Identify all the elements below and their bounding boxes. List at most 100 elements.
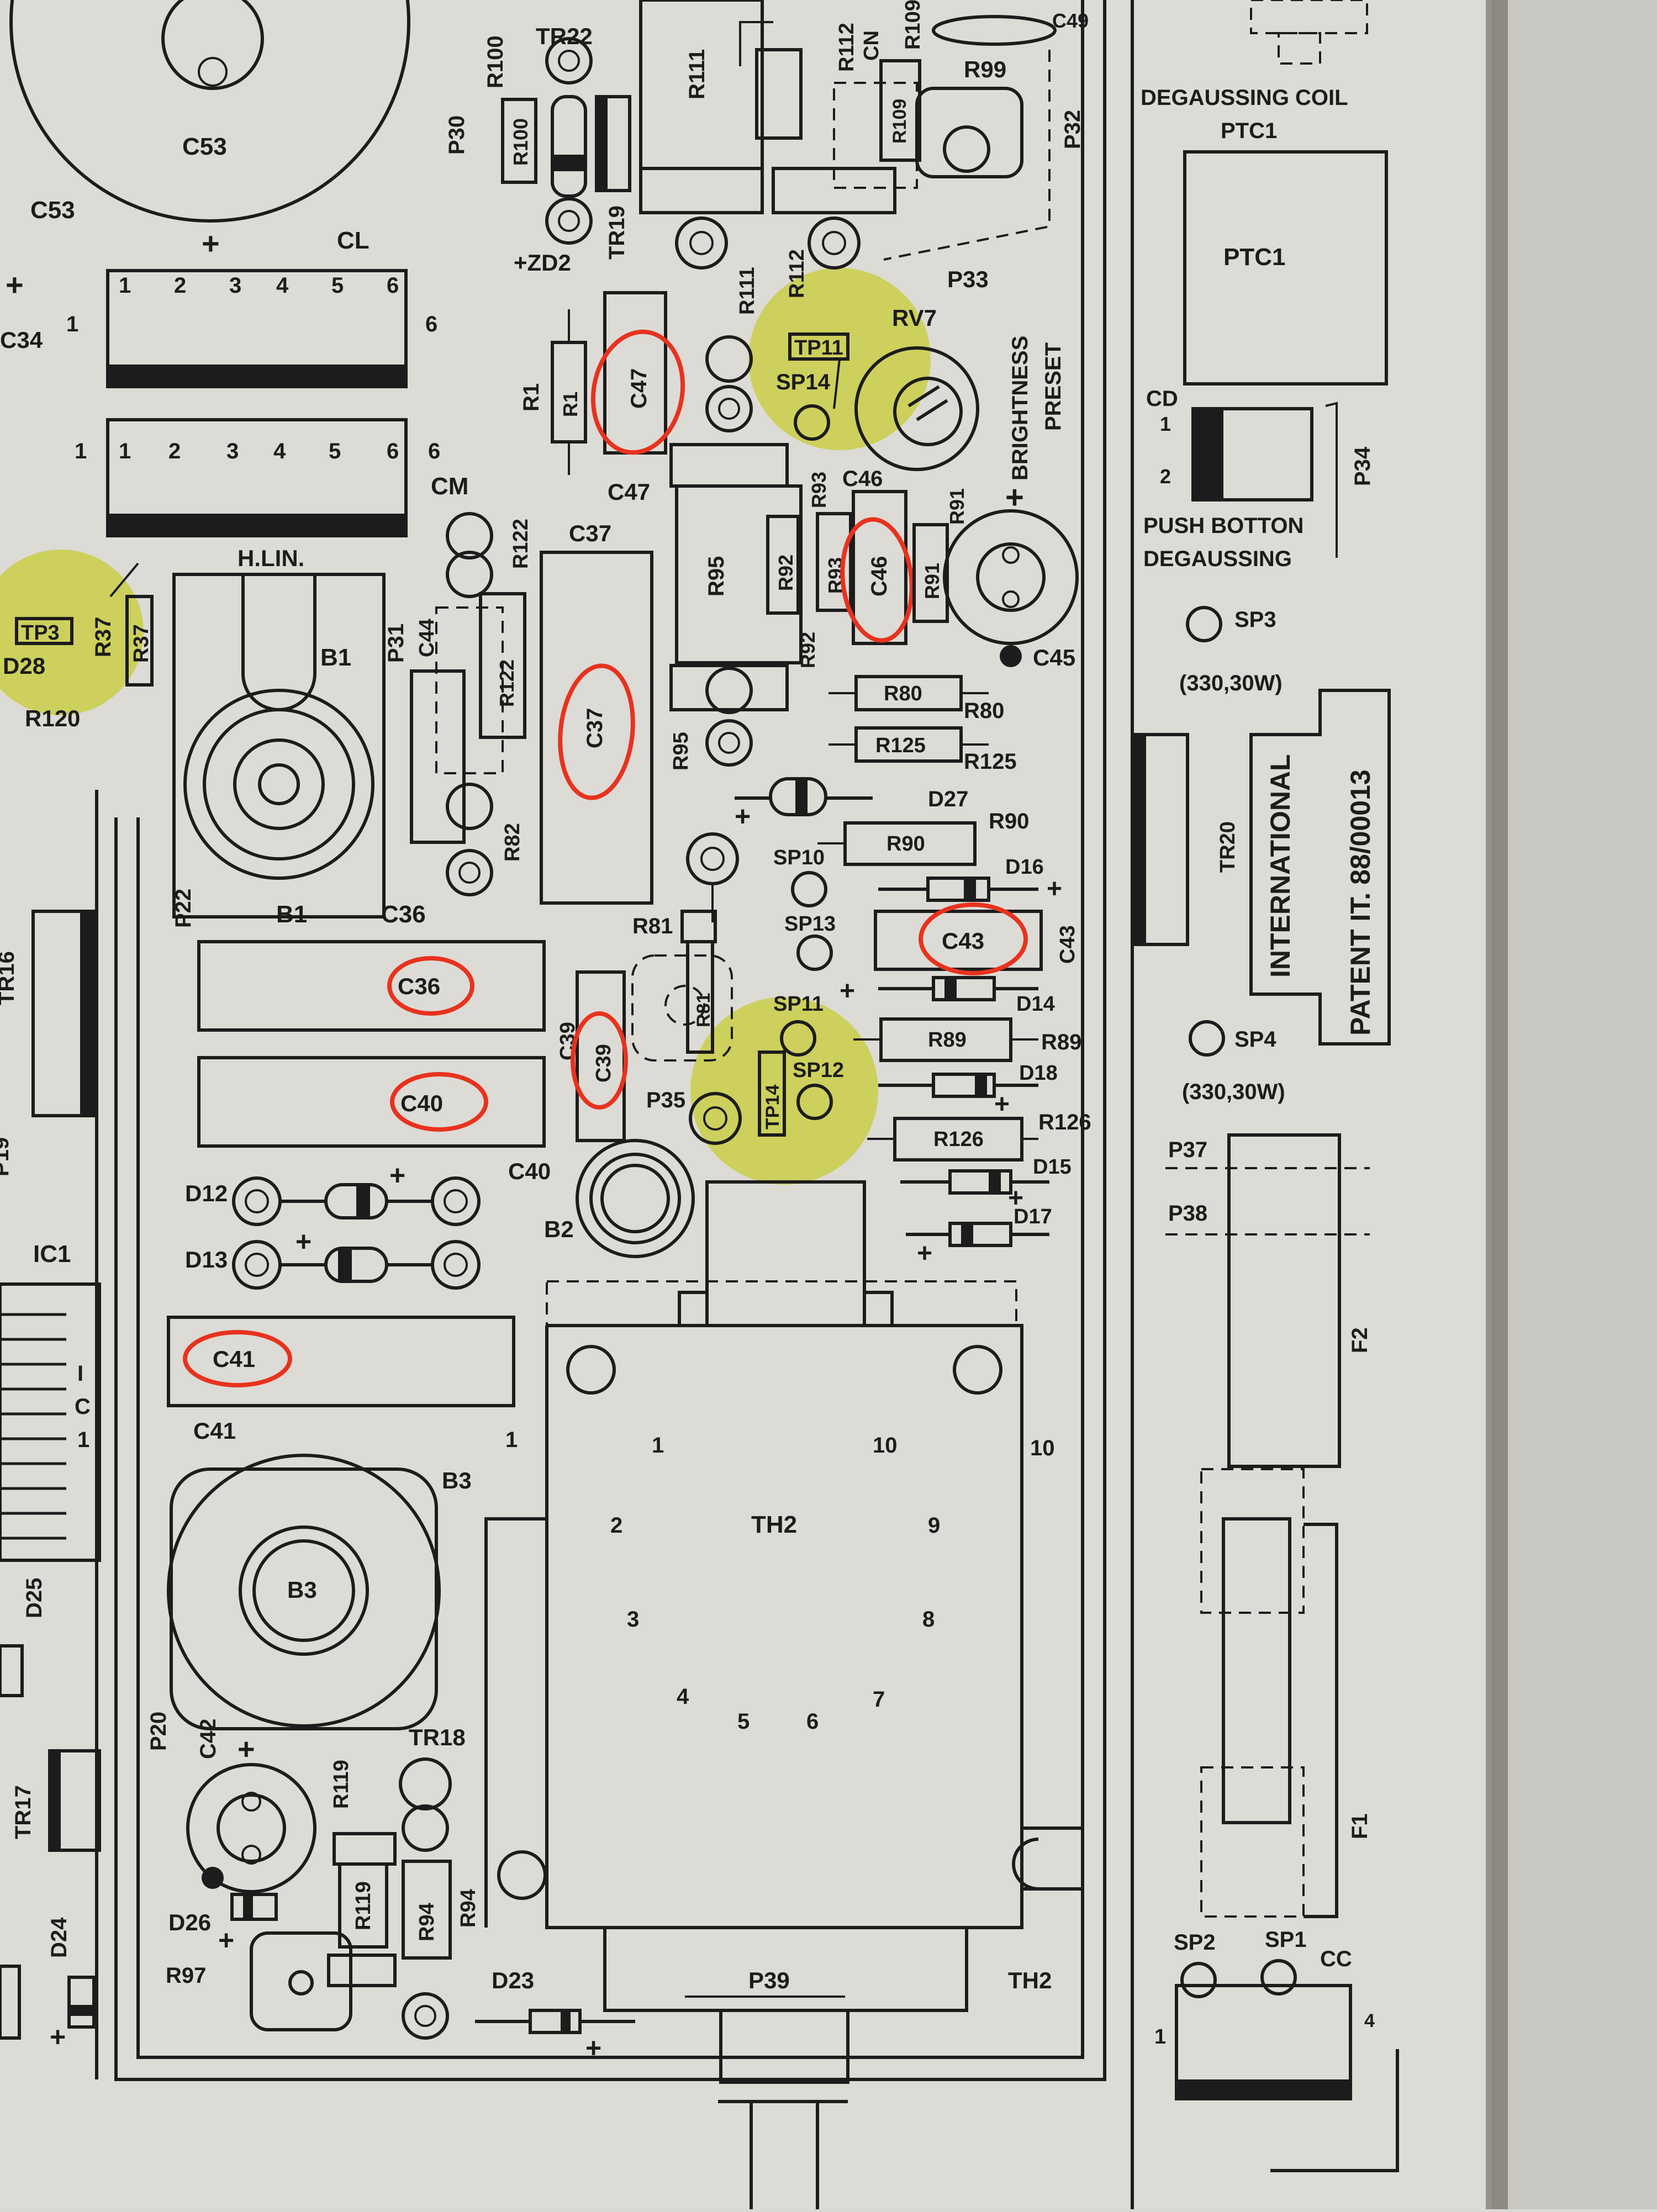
cm-pin-label: 2 — [168, 439, 181, 463]
svg-text:C: C — [75, 1395, 91, 1419]
svg-text:DEGAUSSING COIL: DEGAUSSING COIL — [1141, 86, 1348, 110]
c43-label: C43 — [942, 928, 984, 954]
svg-text:+: + — [50, 2021, 66, 2052]
svg-text:+: + — [1008, 1184, 1023, 1213]
th2-pin-label: 9 — [928, 1513, 940, 1538]
svg-text:1: 1 — [77, 1428, 89, 1452]
svg-text:P38: P38 — [1168, 1201, 1207, 1226]
th2-pin-label: 1 — [652, 1433, 664, 1458]
svg-text:R90: R90 — [989, 809, 1029, 833]
c39-red-circle — [571, 1011, 628, 1110]
svg-text:P34: P34 — [1350, 446, 1375, 486]
svg-text:R125: R125 — [875, 734, 926, 757]
svg-text:R80: R80 — [884, 682, 922, 705]
svg-text:R111: R111 — [736, 267, 759, 315]
svg-text:+: + — [735, 801, 751, 832]
th2-label: TH2 — [751, 1511, 797, 1538]
svg-text:SP2: SP2 — [1174, 1930, 1216, 1955]
svg-text:H.LIN.: H.LIN. — [238, 545, 304, 571]
svg-text:+: + — [917, 1239, 932, 1268]
c46-label: C46 — [867, 556, 891, 596]
patent-label: PATENT IT. 88/00013 — [1345, 769, 1376, 1036]
svg-text:CN: CN — [860, 30, 883, 61]
svg-text:R109: R109 — [889, 99, 910, 144]
svg-text:R90: R90 — [886, 832, 925, 856]
svg-text:R37: R37 — [91, 617, 115, 657]
svg-text:D18: D18 — [1019, 1062, 1058, 1085]
svg-text:R82: R82 — [501, 823, 524, 862]
svg-text:P33: P33 — [947, 266, 989, 292]
d28-label: D28 — [3, 653, 45, 679]
svg-text:P39: P39 — [748, 1967, 790, 1993]
svg-text:R126: R126 — [1038, 1110, 1091, 1134]
svg-text:6: 6 — [425, 312, 437, 336]
svg-text:SP10: SP10 — [773, 846, 825, 869]
svg-text:D26: D26 — [168, 1909, 211, 1935]
svg-text:P19: P19 — [0, 1137, 13, 1176]
svg-text:R126: R126 — [933, 1128, 984, 1151]
cm-pin-label: 6 — [387, 439, 399, 463]
svg-text:F1: F1 — [1348, 1813, 1372, 1839]
r120-label: R120 — [25, 705, 80, 731]
svg-text:R109: R109 — [901, 0, 925, 50]
svg-text:R89: R89 — [928, 1028, 967, 1052]
svg-text:R97: R97 — [166, 1963, 206, 1988]
c41-red-circle — [183, 1330, 292, 1387]
cm-pin-label: 3 — [226, 439, 239, 463]
svg-text:R93: R93 — [808, 472, 830, 508]
svg-text:D16: D16 — [1005, 856, 1044, 879]
c37-red-circle — [558, 663, 635, 800]
svg-text:PTC1: PTC1 — [1221, 119, 1277, 143]
ptc1-label: PTC1 — [1223, 244, 1285, 271]
svg-text:C42: C42 — [196, 1719, 220, 1759]
svg-text:P31: P31 — [384, 624, 408, 663]
svg-text:CD: CD — [1146, 387, 1178, 411]
svg-text:C37: C37 — [569, 520, 611, 546]
svg-text:P22: P22 — [171, 889, 196, 928]
svg-text:B3: B3 — [442, 1467, 472, 1493]
c47-label: C47 — [627, 368, 651, 409]
c53-top-label: C53 — [182, 133, 227, 160]
svg-text:P32: P32 — [1060, 110, 1085, 149]
svg-text:+: + — [840, 976, 855, 1006]
svg-text:P35: P35 — [646, 1088, 685, 1112]
svg-text:TH2: TH2 — [1008, 1967, 1052, 1993]
svg-text:C45: C45 — [1033, 645, 1075, 671]
svg-text:+: + — [6, 267, 24, 302]
c37-label: C37 — [583, 708, 607, 748]
svg-text:1: 1 — [66, 312, 78, 336]
cl-pin-label: 3 — [229, 273, 241, 298]
svg-text:1: 1 — [1154, 2025, 1166, 2049]
th2-pin-label: 7 — [873, 1687, 885, 1712]
svg-text:B3: B3 — [287, 1577, 317, 1603]
svg-text:D14: D14 — [1016, 993, 1055, 1016]
svg-text:+: + — [218, 1925, 234, 1956]
svg-text:SP3: SP3 — [1234, 608, 1276, 632]
c40-red-circle — [390, 1072, 488, 1132]
svg-text:R122: R122 — [509, 519, 532, 569]
svg-text:C47: C47 — [608, 479, 650, 505]
svg-text:R122: R122 — [495, 659, 518, 707]
ic1-label: IC1 — [33, 1240, 71, 1268]
svg-text:1: 1 — [1160, 413, 1171, 435]
svg-text:D15: D15 — [1033, 1155, 1072, 1179]
c43-red-circle — [919, 902, 1028, 975]
svg-text:R112: R112 — [785, 249, 809, 298]
cm-label: CM — [431, 473, 468, 500]
svg-text:R92: R92 — [774, 555, 797, 591]
svg-text:P37: P37 — [1168, 1138, 1207, 1162]
svg-text:SP13: SP13 — [784, 912, 836, 936]
svg-text:+: + — [994, 1090, 1010, 1119]
cl-pin-label: 2 — [174, 273, 186, 298]
svg-text:+ZD2: +ZD2 — [514, 250, 571, 276]
svg-text:B2: B2 — [544, 1216, 574, 1242]
svg-text:C43: C43 — [1056, 925, 1079, 964]
cl-pin-label: 1 — [119, 273, 131, 298]
th2-pin-label: 6 — [806, 1709, 819, 1734]
svg-text:4: 4 — [1364, 2010, 1375, 2031]
svg-text:C41: C41 — [193, 1418, 236, 1444]
svg-text:I: I — [77, 1361, 83, 1386]
